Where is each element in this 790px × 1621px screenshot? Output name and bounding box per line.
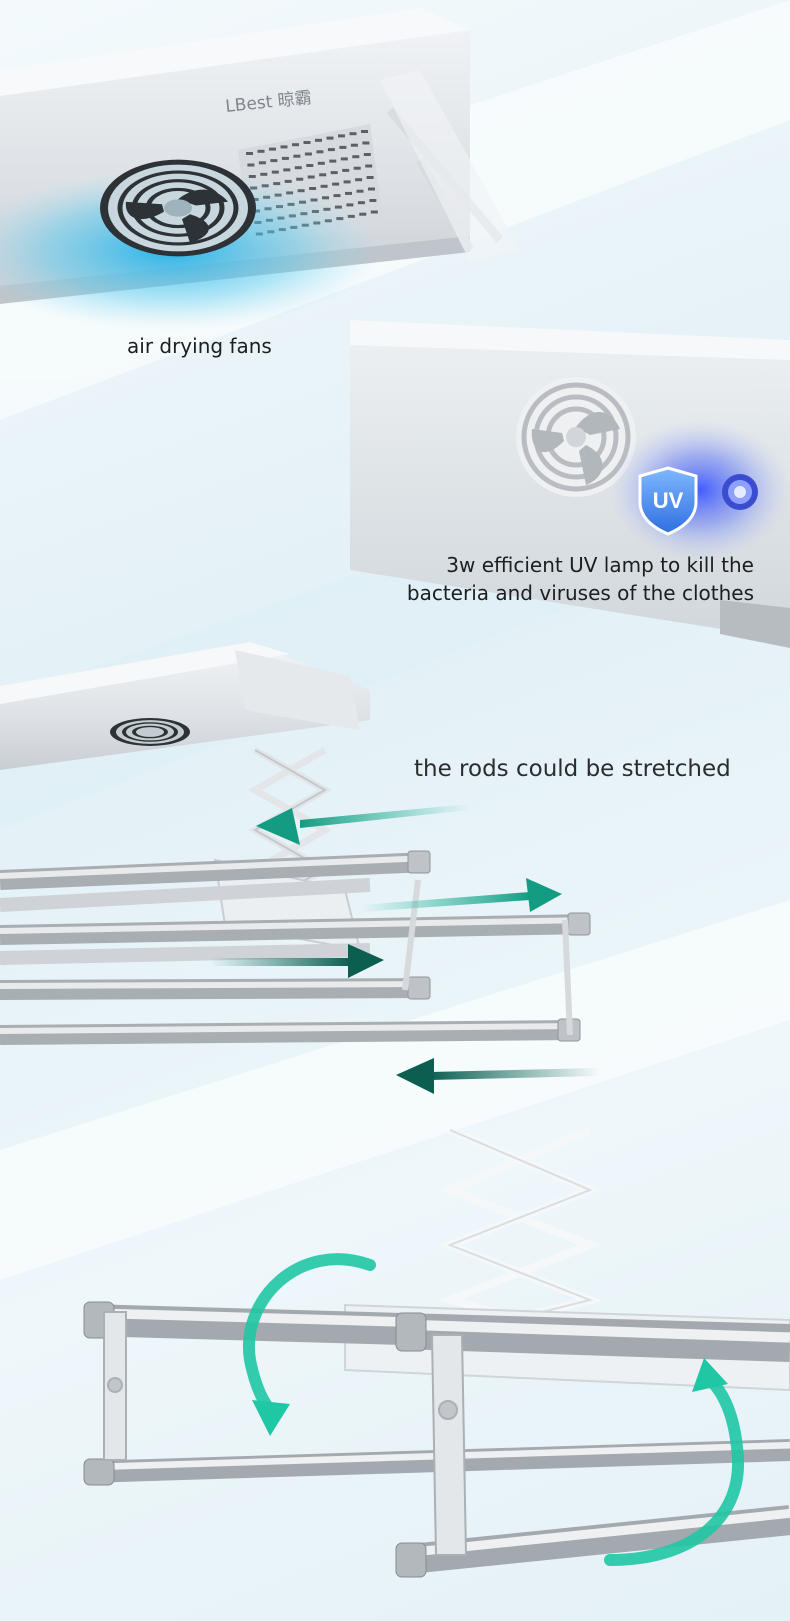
rack-bar [0,943,371,965]
vent-hole [303,141,311,144]
vent-hole [247,163,255,167]
rod-end-cap [567,912,591,936]
caption-uv-line-1: 3w efficient UV lamp to kill the [446,553,754,577]
vent-hole [258,161,266,165]
vent-hole [343,180,351,184]
vent-hole [271,170,279,174]
vent-hole [368,187,375,191]
vent-hole [293,154,301,158]
vent-hole [366,176,374,179]
rod [0,914,591,945]
vent-hole [338,134,345,138]
vent-hole [269,147,276,151]
vent-hole [350,143,358,147]
rotate-arrow-icon-2 [604,1358,745,1566]
vent-hole [365,164,373,168]
vent-hole [306,164,314,167]
vent-hole [352,155,360,159]
vent-hole [281,156,289,160]
rotating-rack [83,1126,790,1578]
vent-hole [363,153,371,156]
caption-uv-lamp: 3w efficient UV lamp to kill the bacteri… [407,551,754,607]
vent-hole [296,177,304,181]
rod [0,852,431,890]
uv-housing: UV [350,320,790,648]
rod-end-cap [395,1542,427,1578]
vent-hole [340,157,348,161]
vent-hole [307,175,315,179]
rod-highlight [0,1023,581,1034]
vent-hole [292,143,299,147]
rod-end-cap [83,1458,115,1486]
rod-end-cap [407,850,431,874]
rod [399,1315,790,1362]
vent-hole [369,199,377,202]
rod [0,1020,581,1045]
fan-icon [100,159,256,257]
arrow-right-icon-dark [210,944,384,978]
vent-hole [317,161,325,165]
vent-hole [327,148,335,152]
vent-hole [329,159,337,163]
vent-hole [359,212,367,216]
rod-highlight [0,917,591,934]
rack-rods [0,850,591,1045]
caption-uv-line-2: bacteria and viruses of the clothes [406,581,754,605]
vent-hole [356,189,364,193]
arrow-right-icon [360,878,562,912]
vent-hole [304,152,312,156]
uv-shield-icon: UV [638,466,698,536]
vent-hole [370,210,378,214]
arrow-left-icon [256,804,470,845]
vent-hole [316,150,324,154]
rotate-arrow-icon [242,1253,376,1436]
vent-hole [260,172,268,176]
vent-hole [284,179,292,183]
fan-icon-uv-section [516,377,636,497]
extended-rack [0,642,600,1094]
caption-air-drying-fans: air drying fans [127,334,272,358]
rack-bar [0,878,371,912]
vent-hole [345,191,352,195]
rod-highlight [0,981,431,989]
hinge-links [103,1311,468,1556]
vent-hole [280,145,288,149]
vent-hole [320,184,328,188]
rod-highlight [399,1319,790,1343]
rod-highlight [0,855,431,879]
svg-text:UV: UV [653,488,684,513]
vent-hole [326,136,334,140]
vent-hole [353,166,361,170]
vent-hole [246,152,253,155]
rod-end-cap [395,1312,427,1352]
rod [0,978,431,1000]
vent-hole [319,173,327,177]
vent-hole [342,168,350,172]
vent-hole [330,171,338,175]
uv-lamp-icon [722,474,758,510]
top-housing: LBest 晾霸 [0,8,520,330]
vent-hole [357,201,365,205]
vent-hole [294,166,302,170]
vent-hole [346,203,354,207]
vent-hole [349,132,357,136]
vent-hole [361,130,368,133]
vent-hole [332,182,340,186]
rod-end-cap [407,976,431,1000]
vent-hole [339,145,347,149]
vent-hole [283,168,291,172]
arrow-left-icon-dark [396,1058,600,1094]
vent-hole [270,159,278,163]
vent-hole [333,194,341,198]
vent-hole [315,138,322,142]
fan-icon-rack [110,718,190,746]
vent-hole [355,178,363,182]
vent-hole [257,149,265,153]
caption-rods-stretched: the rods could be stretched [414,756,731,782]
vent-hole [309,187,317,190]
vent-hole [362,141,370,145]
